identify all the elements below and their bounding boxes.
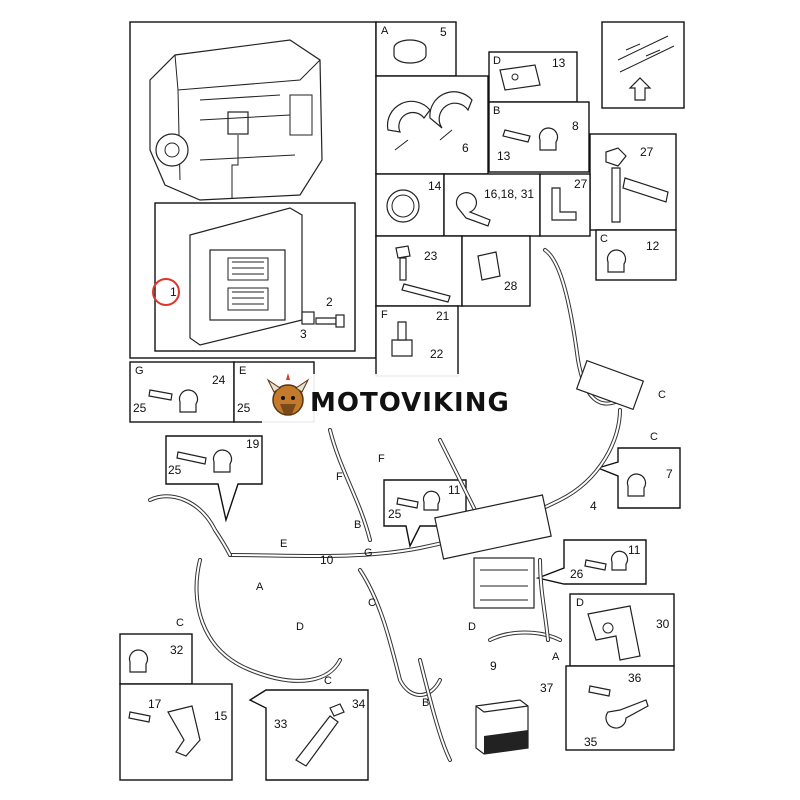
harness-letter-f2: F [378, 453, 385, 465]
callout-10: 10 [320, 553, 334, 567]
callout-32: 32 [170, 643, 184, 657]
engine-illustration [149, 39, 323, 201]
callout-7: 7 [666, 467, 673, 481]
callout-25d: 25 [388, 507, 402, 521]
callout-21: 21 [436, 309, 450, 323]
harness-letter-c5: C [324, 675, 332, 687]
harness-letter-d1: D [296, 621, 304, 633]
harness-letter-g: G [364, 547, 373, 559]
detail-box-28-grommet: 28 [461, 235, 531, 307]
callout-2: 2 [326, 295, 333, 309]
harness-letter-f1: F [336, 471, 343, 483]
detail-box-35-36: 36 35 [565, 665, 675, 751]
callout-25c: 25 [168, 463, 182, 477]
detail-box-15-17: 17 15 [119, 683, 233, 781]
box-letter-g: G [135, 365, 144, 377]
detail-box-6-clips: 6 [375, 75, 489, 175]
callout-24: 24 [212, 373, 226, 387]
detail-box-d-bracket-30: D 30 [569, 593, 675, 667]
harness-letter-c4: C [368, 597, 376, 609]
callout-26: 26 [570, 567, 584, 581]
detail-box-33-34: 34 33 [248, 689, 369, 781]
harness-letter-b2: B [422, 697, 429, 709]
bolt-2-3 [301, 311, 345, 328]
detail-box-16-18-31: 16,18, 31 [443, 173, 541, 237]
callout-25b: 25 [237, 401, 251, 415]
brand-name: MOTOVIKING [310, 388, 510, 418]
harness-letter-a1: A [256, 581, 264, 593]
callout-16-18-31: 16,18, 31 [484, 187, 534, 201]
battery-37: 37 [475, 681, 554, 755]
harness-letter-e: E [280, 538, 287, 550]
callout-5: 5 [440, 25, 447, 39]
callout-33: 33 [274, 717, 288, 731]
callout-14: 14 [428, 179, 442, 193]
wiring-harness [148, 248, 645, 762]
harness-letter-c2: C [650, 431, 658, 443]
callout-8: 8 [572, 119, 579, 133]
box-letter-a: A [381, 25, 389, 37]
callout-4: 4 [590, 499, 597, 513]
callout-27b: 27 [574, 177, 588, 191]
orientation-reference-box [601, 21, 685, 109]
callout-22: 22 [430, 347, 444, 361]
highlight-circle [152, 278, 180, 306]
callout-35: 35 [584, 735, 598, 749]
viking-mascot-icon [266, 373, 310, 416]
detail-box-14-clamp: 14 [375, 173, 445, 237]
callout-11b: 11 [628, 543, 641, 557]
harness-letter-b1: B [354, 519, 361, 531]
detail-box-7-clip: 7 [595, 447, 681, 509]
detail-box-c-clip: C 12 [595, 229, 677, 281]
box-letter-d: D [493, 55, 501, 67]
callout-17: 17 [148, 697, 162, 711]
callout-9: 9 [490, 659, 497, 673]
detail-box-g-clamp: G 24 25 [129, 361, 235, 423]
callout-1: 1 [170, 285, 177, 299]
box-letter-d2: D [576, 597, 584, 609]
callout-13a: 13 [552, 56, 566, 70]
callout-25a: 25 [133, 401, 147, 415]
box-letter-c: C [600, 233, 608, 245]
callout-12: 12 [646, 239, 660, 253]
detail-box-a-cap: A 5 [375, 21, 457, 77]
brand-logo: MOTOVIKING [262, 373, 532, 428]
harness-letter-c1: C [658, 389, 666, 401]
callout-27a: 27 [640, 145, 654, 159]
callout-34: 34 [352, 697, 366, 711]
callout-3: 3 [300, 327, 307, 341]
engine-ecu-panel: 1 2 3 [129, 21, 377, 359]
box-letter-f: F [381, 309, 388, 321]
harness-letter-a2: A [552, 651, 560, 663]
box-letter-b: B [493, 105, 500, 117]
detail-box-11-26: 11 26 [535, 539, 647, 585]
detail-box-f-sensor: F 21 22 [375, 305, 459, 377]
callout-6: 6 [462, 141, 469, 155]
detail-box-d-bracket: D 13 [488, 51, 578, 103]
detail-box-32-clip: 32 [119, 633, 193, 685]
callout-23: 23 [424, 249, 438, 263]
callout-28: 28 [504, 279, 518, 293]
detail-box-19-clamp: 19 25 [165, 435, 263, 523]
box-letter-e: E [239, 365, 246, 377]
detail-box-27-bracket: 27 [539, 173, 591, 237]
callout-36: 36 [628, 671, 642, 685]
callout-13b: 13 [497, 149, 511, 163]
callout-15: 15 [214, 709, 228, 723]
harness-letter-c3: C [176, 617, 184, 629]
callout-30: 30 [656, 617, 670, 631]
detail-box-b-clamp: B 8 13 [488, 101, 590, 173]
detail-box-23-terminal: 23 [375, 235, 463, 307]
callout-19: 19 [246, 437, 260, 451]
callout-37: 37 [540, 681, 554, 695]
detail-box-27-terminal: 27 [589, 133, 677, 231]
harness-letter-d2: D [468, 621, 476, 633]
callout-11a: 11 [448, 483, 461, 497]
harness-letter-labels: C C F F B E G 10 A C D C C B D A 4 9 [176, 389, 666, 709]
